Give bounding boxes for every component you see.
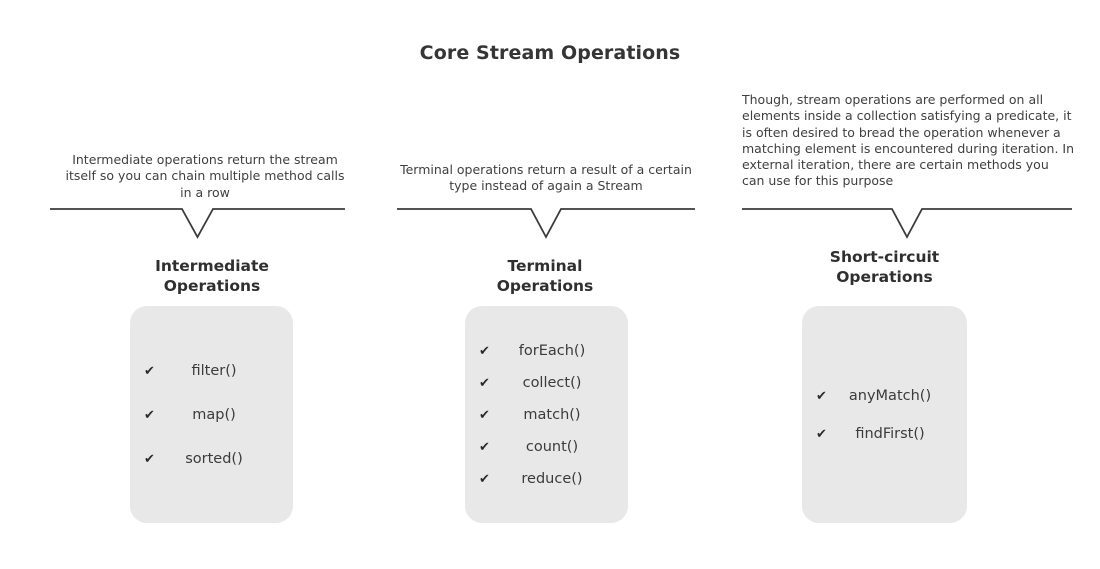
check-icon: ✔	[144, 407, 155, 423]
operation-label: match()	[523, 406, 581, 423]
operations-box-intermediate: ✔ filter() ✔ map() ✔ sorted()	[130, 306, 293, 523]
operation-label: findFirst()	[855, 425, 925, 442]
description-short-circuit: Though, stream operations are performed …	[742, 92, 1075, 189]
list-item: ✔ collect()	[479, 375, 614, 391]
description-terminal: Terminal operations return a result of a…	[400, 162, 692, 194]
operation-label: map()	[192, 406, 236, 423]
check-icon: ✔	[144, 363, 155, 379]
list-item: ✔ findFirst()	[816, 426, 953, 442]
check-icon: ✔	[816, 426, 827, 442]
operation-label: anyMatch()	[848, 387, 932, 404]
list-item: ✔ forEach()	[479, 343, 614, 359]
operations-box-short-circuit: ✔ anyMatch() ✔ findFirst()	[802, 306, 967, 523]
list-item: ✔ anyMatch()	[816, 388, 953, 404]
check-icon: ✔	[816, 388, 827, 404]
check-icon: ✔	[479, 407, 490, 423]
operation-label: count()	[525, 438, 579, 455]
operation-label: reduce()	[521, 470, 583, 487]
operation-label: forEach()	[518, 342, 586, 359]
operations-box-terminal: ✔ forEach() ✔ collect() ✔ match() ✔ coun…	[465, 306, 628, 523]
connector-bracket-terminal	[397, 203, 695, 243]
list-item: ✔ match()	[479, 407, 614, 423]
operation-label: collect()	[522, 374, 582, 391]
list-item: ✔ filter()	[144, 363, 279, 379]
check-icon: ✔	[144, 451, 155, 467]
heading-intermediate-operations: Intermediate Operations	[155, 257, 269, 296]
operation-label: filter()	[191, 362, 237, 379]
operation-label: sorted()	[185, 450, 243, 467]
connector-bracket-short-circuit	[742, 203, 1072, 243]
heading-terminal-operations: Terminal Operations	[496, 257, 594, 296]
connector-bracket-intermediate	[50, 203, 345, 243]
list-item: ✔ reduce()	[479, 471, 614, 487]
heading-short-circuit-operations: Short-circuit Operations	[829, 248, 940, 287]
list-item: ✔ sorted()	[144, 451, 279, 467]
description-intermediate: Intermediate operations return the strea…	[65, 152, 345, 200]
check-icon: ✔	[479, 439, 490, 455]
list-item: ✔ map()	[144, 407, 279, 423]
check-icon: ✔	[479, 375, 490, 391]
page-title: Core Stream Operations	[419, 42, 681, 64]
list-item: ✔ count()	[479, 439, 614, 455]
check-icon: ✔	[479, 471, 490, 487]
check-icon: ✔	[479, 343, 490, 359]
